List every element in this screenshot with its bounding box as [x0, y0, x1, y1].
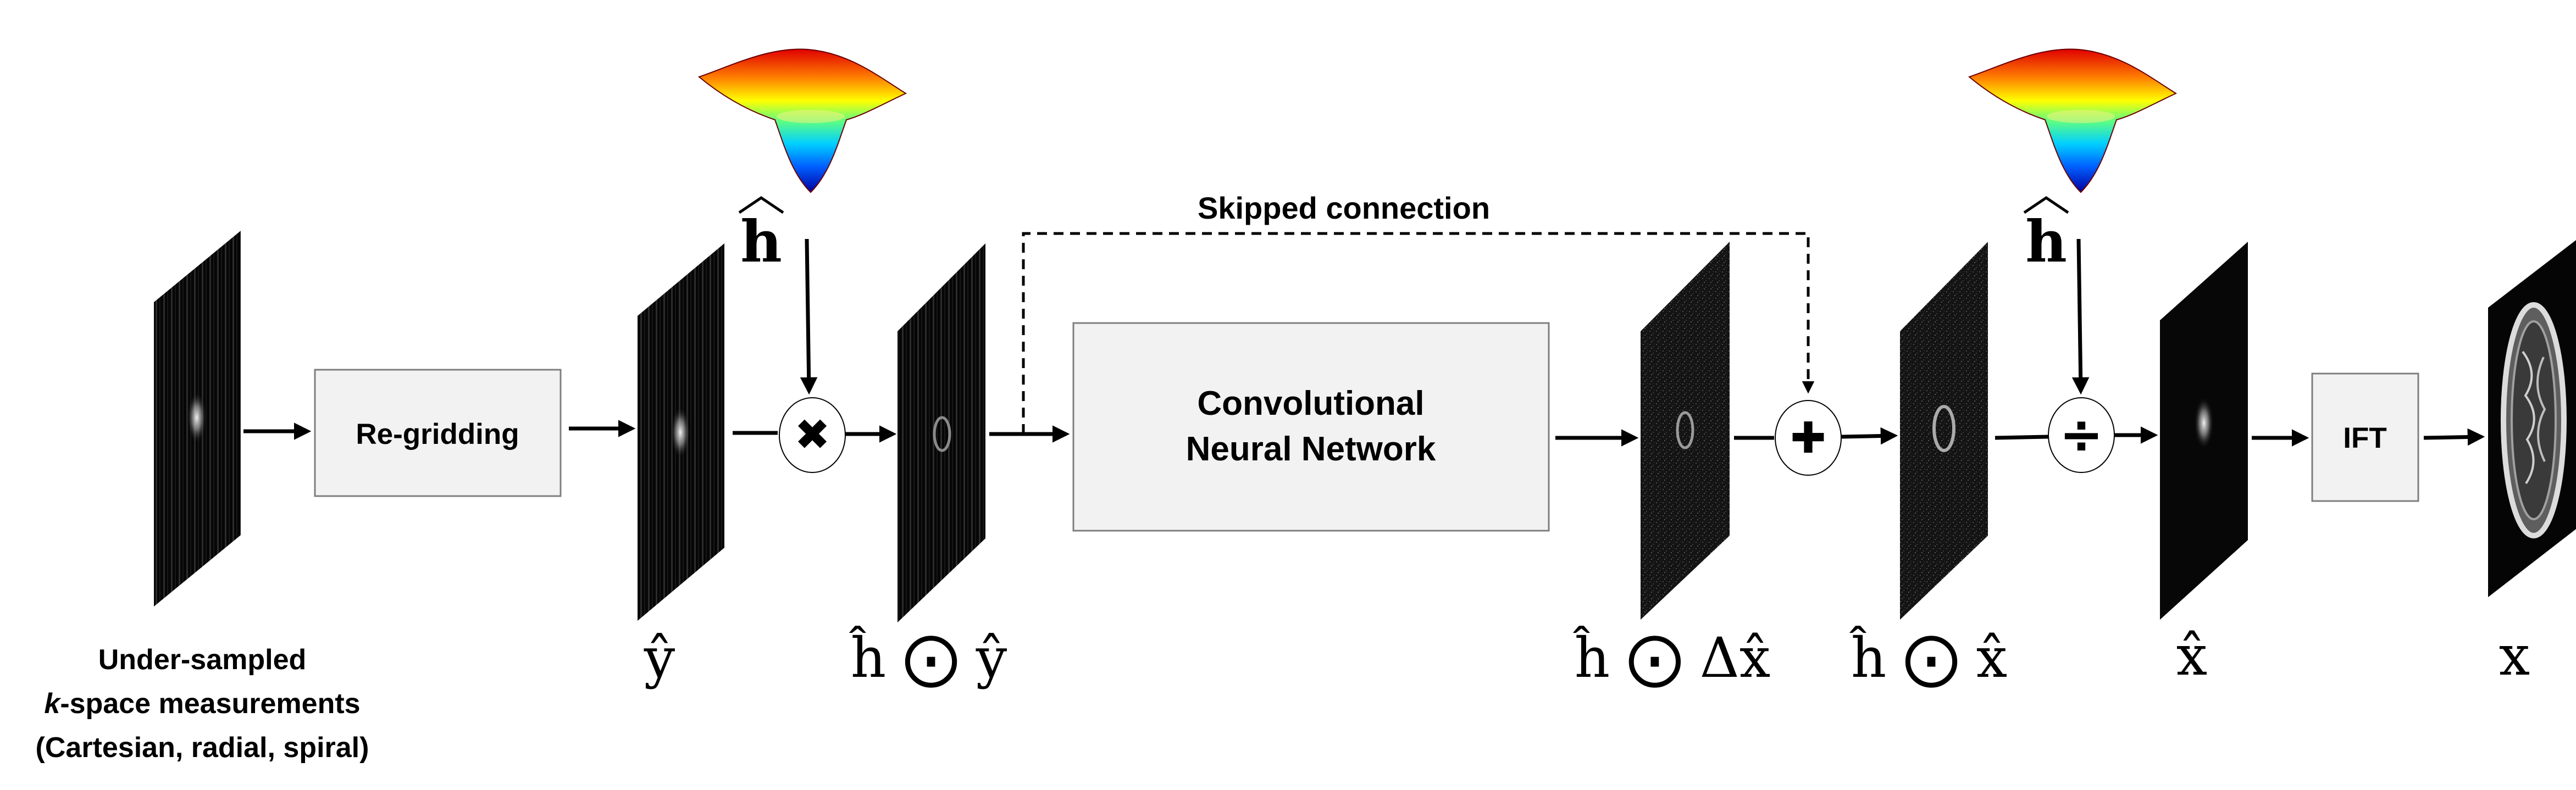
ift-block: IFT	[2311, 372, 2419, 502]
h-odot-x-label: ĥ ⨀ x̂	[1849, 626, 2007, 690]
input-caption: Under-sampled k-space measurements (Cart…	[36, 644, 369, 764]
multiply-operator: ✖	[779, 397, 846, 473]
x-hat-slice	[2160, 242, 2248, 620]
plus-icon: ✚	[1790, 414, 1826, 463]
input-caption-line2: k-space measurements	[44, 688, 360, 720]
input-kspace-slice	[154, 231, 241, 607]
input-caption-line3: (Cartesian, radial, spiral)	[36, 732, 369, 764]
gaussian-surface-icon	[697, 48, 907, 193]
divide-icon: ÷	[2059, 404, 2103, 465]
ring-artifact	[1932, 405, 1955, 452]
ring-artifact	[1676, 411, 1694, 449]
cnn-block: Convolutional Neural Network	[1072, 322, 1550, 532]
regridding-label: Re-gridding	[356, 418, 519, 450]
mri-brain-slice-icon	[2488, 240, 2576, 597]
h-hat-label-1: h	[738, 196, 784, 275]
kspace-center-glow	[671, 406, 690, 459]
y-hat-slice	[638, 243, 724, 621]
arrow-h-to-multiply	[800, 238, 818, 395]
skipped-connection-label: Skipped connection	[1198, 191, 1490, 225]
arrow-h-to-divide	[2071, 238, 2090, 395]
h-odot-dx-label: ĥ ⨀ Δx̂	[1573, 626, 1771, 690]
arrow-hx-to-divide	[1995, 435, 2049, 440]
regridding-block: Re-gridding	[314, 369, 562, 497]
ift-label: IFT	[2343, 422, 2386, 454]
flow-arrows	[243, 238, 2485, 447]
kspace-center-glow	[2194, 397, 2214, 449]
h-hat-symbol: h	[740, 208, 782, 275]
x-hat-label: x̂	[2176, 624, 2207, 688]
gaussian-surface-icon	[1968, 48, 2178, 193]
kspace-center-glow	[187, 391, 207, 444]
arrow-ift-to-x	[2423, 428, 2485, 446]
add-operator: ✚	[1775, 400, 1842, 476]
weighted-x-slice	[1900, 242, 1988, 620]
ring-artifact	[933, 416, 951, 452]
cnn-label-line2: Neural Network	[1186, 430, 1436, 468]
multiply-icon: ✖	[794, 410, 830, 460]
skipped-connection: Skipped connection	[1022, 191, 1815, 434]
h-hat-label-2: h	[2023, 196, 2069, 275]
x-label: x	[2499, 624, 2530, 688]
cnn-label-line1: Convolutional	[1197, 385, 1424, 422]
weighted-residual-slice	[1641, 242, 1730, 620]
divide-operator: ÷	[2048, 397, 2115, 473]
y-hat-label: ŷ	[644, 626, 675, 690]
input-caption-line1: Under-sampled	[98, 644, 307, 676]
h-odot-y-label: ĥ ⨀ ŷ	[849, 626, 1007, 690]
weighted-y-slice	[898, 243, 985, 622]
h-hat-symbol: h	[2025, 208, 2067, 275]
arrow-add-to-hx	[1841, 427, 1898, 445]
